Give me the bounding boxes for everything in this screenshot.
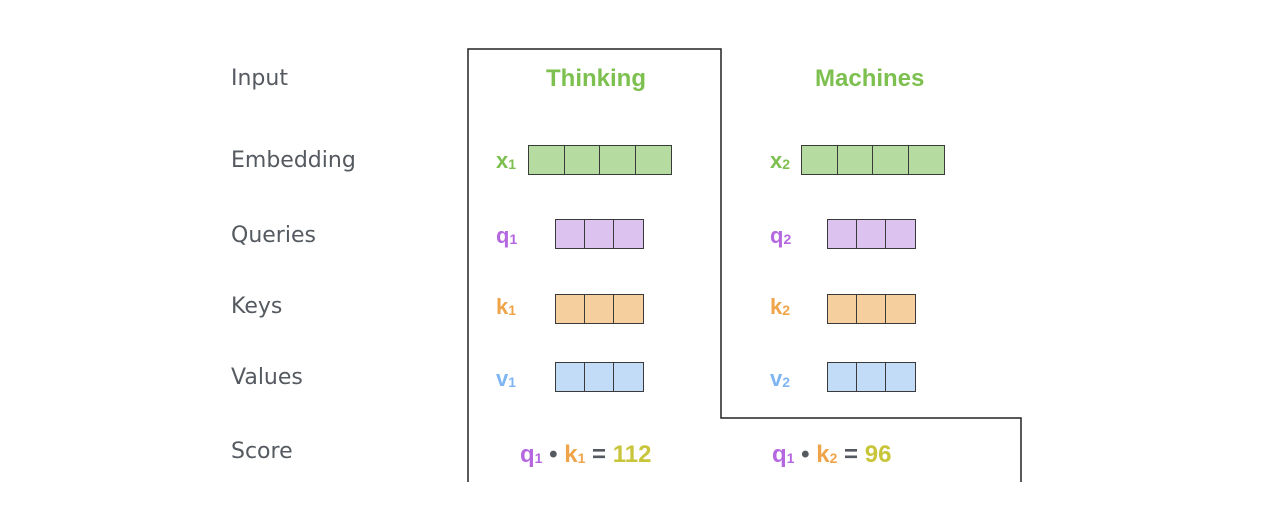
score-value-thinking: 112 — [612, 441, 652, 468]
embedding-label-x1: x1 — [496, 148, 517, 173]
row-label-keys: Keys — [231, 294, 283, 319]
score-machines: q1 • k2 = 96 — [772, 441, 892, 468]
embedding-vector-x1 — [528, 145, 672, 175]
key-label-k1: k1 — [496, 294, 517, 319]
key-label-k2: k2 — [770, 294, 791, 319]
embedding-label-x2: x2 — [770, 148, 791, 173]
input-word-thinking: Thinking — [546, 65, 646, 92]
key-vector-k1 — [555, 294, 644, 324]
row-label-queries: Queries — [231, 223, 316, 248]
embedding-vector-x2 — [801, 145, 945, 175]
row-label-input: Input — [231, 66, 288, 91]
value-vector-v1 — [555, 362, 644, 392]
key-vector-k2 — [827, 294, 916, 324]
query-label-q2: q2 — [770, 223, 792, 248]
score-value-machines: 96 — [864, 441, 892, 468]
row-label-embedding: Embedding — [231, 148, 356, 173]
query-vector-q1 — [555, 219, 644, 249]
value-vector-v2 — [827, 362, 916, 392]
row-label-score: Score — [231, 439, 293, 464]
query-label-q1: q1 — [496, 223, 518, 248]
value-label-v1: v1 — [496, 366, 517, 391]
input-word-machines: Machines — [815, 65, 925, 92]
score-thinking: q1 • k1 = 112 — [520, 441, 652, 468]
value-label-v2: v2 — [770, 366, 791, 391]
query-vector-q2 — [827, 219, 916, 249]
row-label-values: Values — [231, 365, 303, 390]
